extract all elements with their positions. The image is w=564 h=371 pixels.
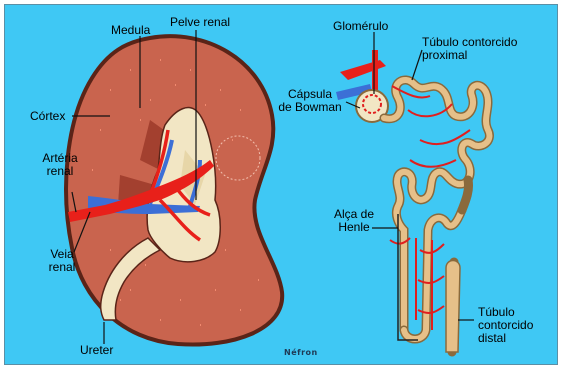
- label-alca-henle: Alça de Henle: [326, 208, 382, 234]
- label-alca-henle-line2: Henle: [326, 221, 382, 234]
- nephron-illustration: [336, 50, 489, 352]
- label-medula: Medula: [111, 24, 150, 37]
- label-tubulo-distal-line3: distal: [478, 332, 533, 345]
- afferent-arteriole: [340, 60, 386, 80]
- label-arteria-renal-line2: renal: [30, 165, 90, 178]
- label-ureter: Ureter: [80, 344, 113, 357]
- label-pelve-renal: Pelve renal: [170, 16, 230, 29]
- label-capsula-bowman: Cápsula de Bowman: [270, 88, 350, 114]
- kidney-illustration: [66, 36, 282, 344]
- label-tubulo-proximal-line2: proximal: [422, 49, 517, 62]
- label-glomerulo: Glomérulo: [333, 20, 388, 33]
- label-arteria-renal: Artéria renal: [30, 152, 90, 178]
- label-capsula-bowman-line2: de Bowman: [270, 101, 350, 114]
- collecting-duct: [446, 261, 460, 353]
- label-veia-renal: Veia renal: [40, 248, 84, 274]
- label-tubulo-distal: Túbulo contorcido distal: [478, 306, 533, 345]
- label-cortex: Córtex: [30, 110, 65, 123]
- label-tubulo-proximal: Túbulo contorcido proximal: [422, 36, 517, 62]
- leader-tubulo-proximal: [412, 50, 422, 80]
- label-veia-renal-line2: renal: [40, 261, 84, 274]
- caption-nefron: Néfron: [284, 348, 318, 357]
